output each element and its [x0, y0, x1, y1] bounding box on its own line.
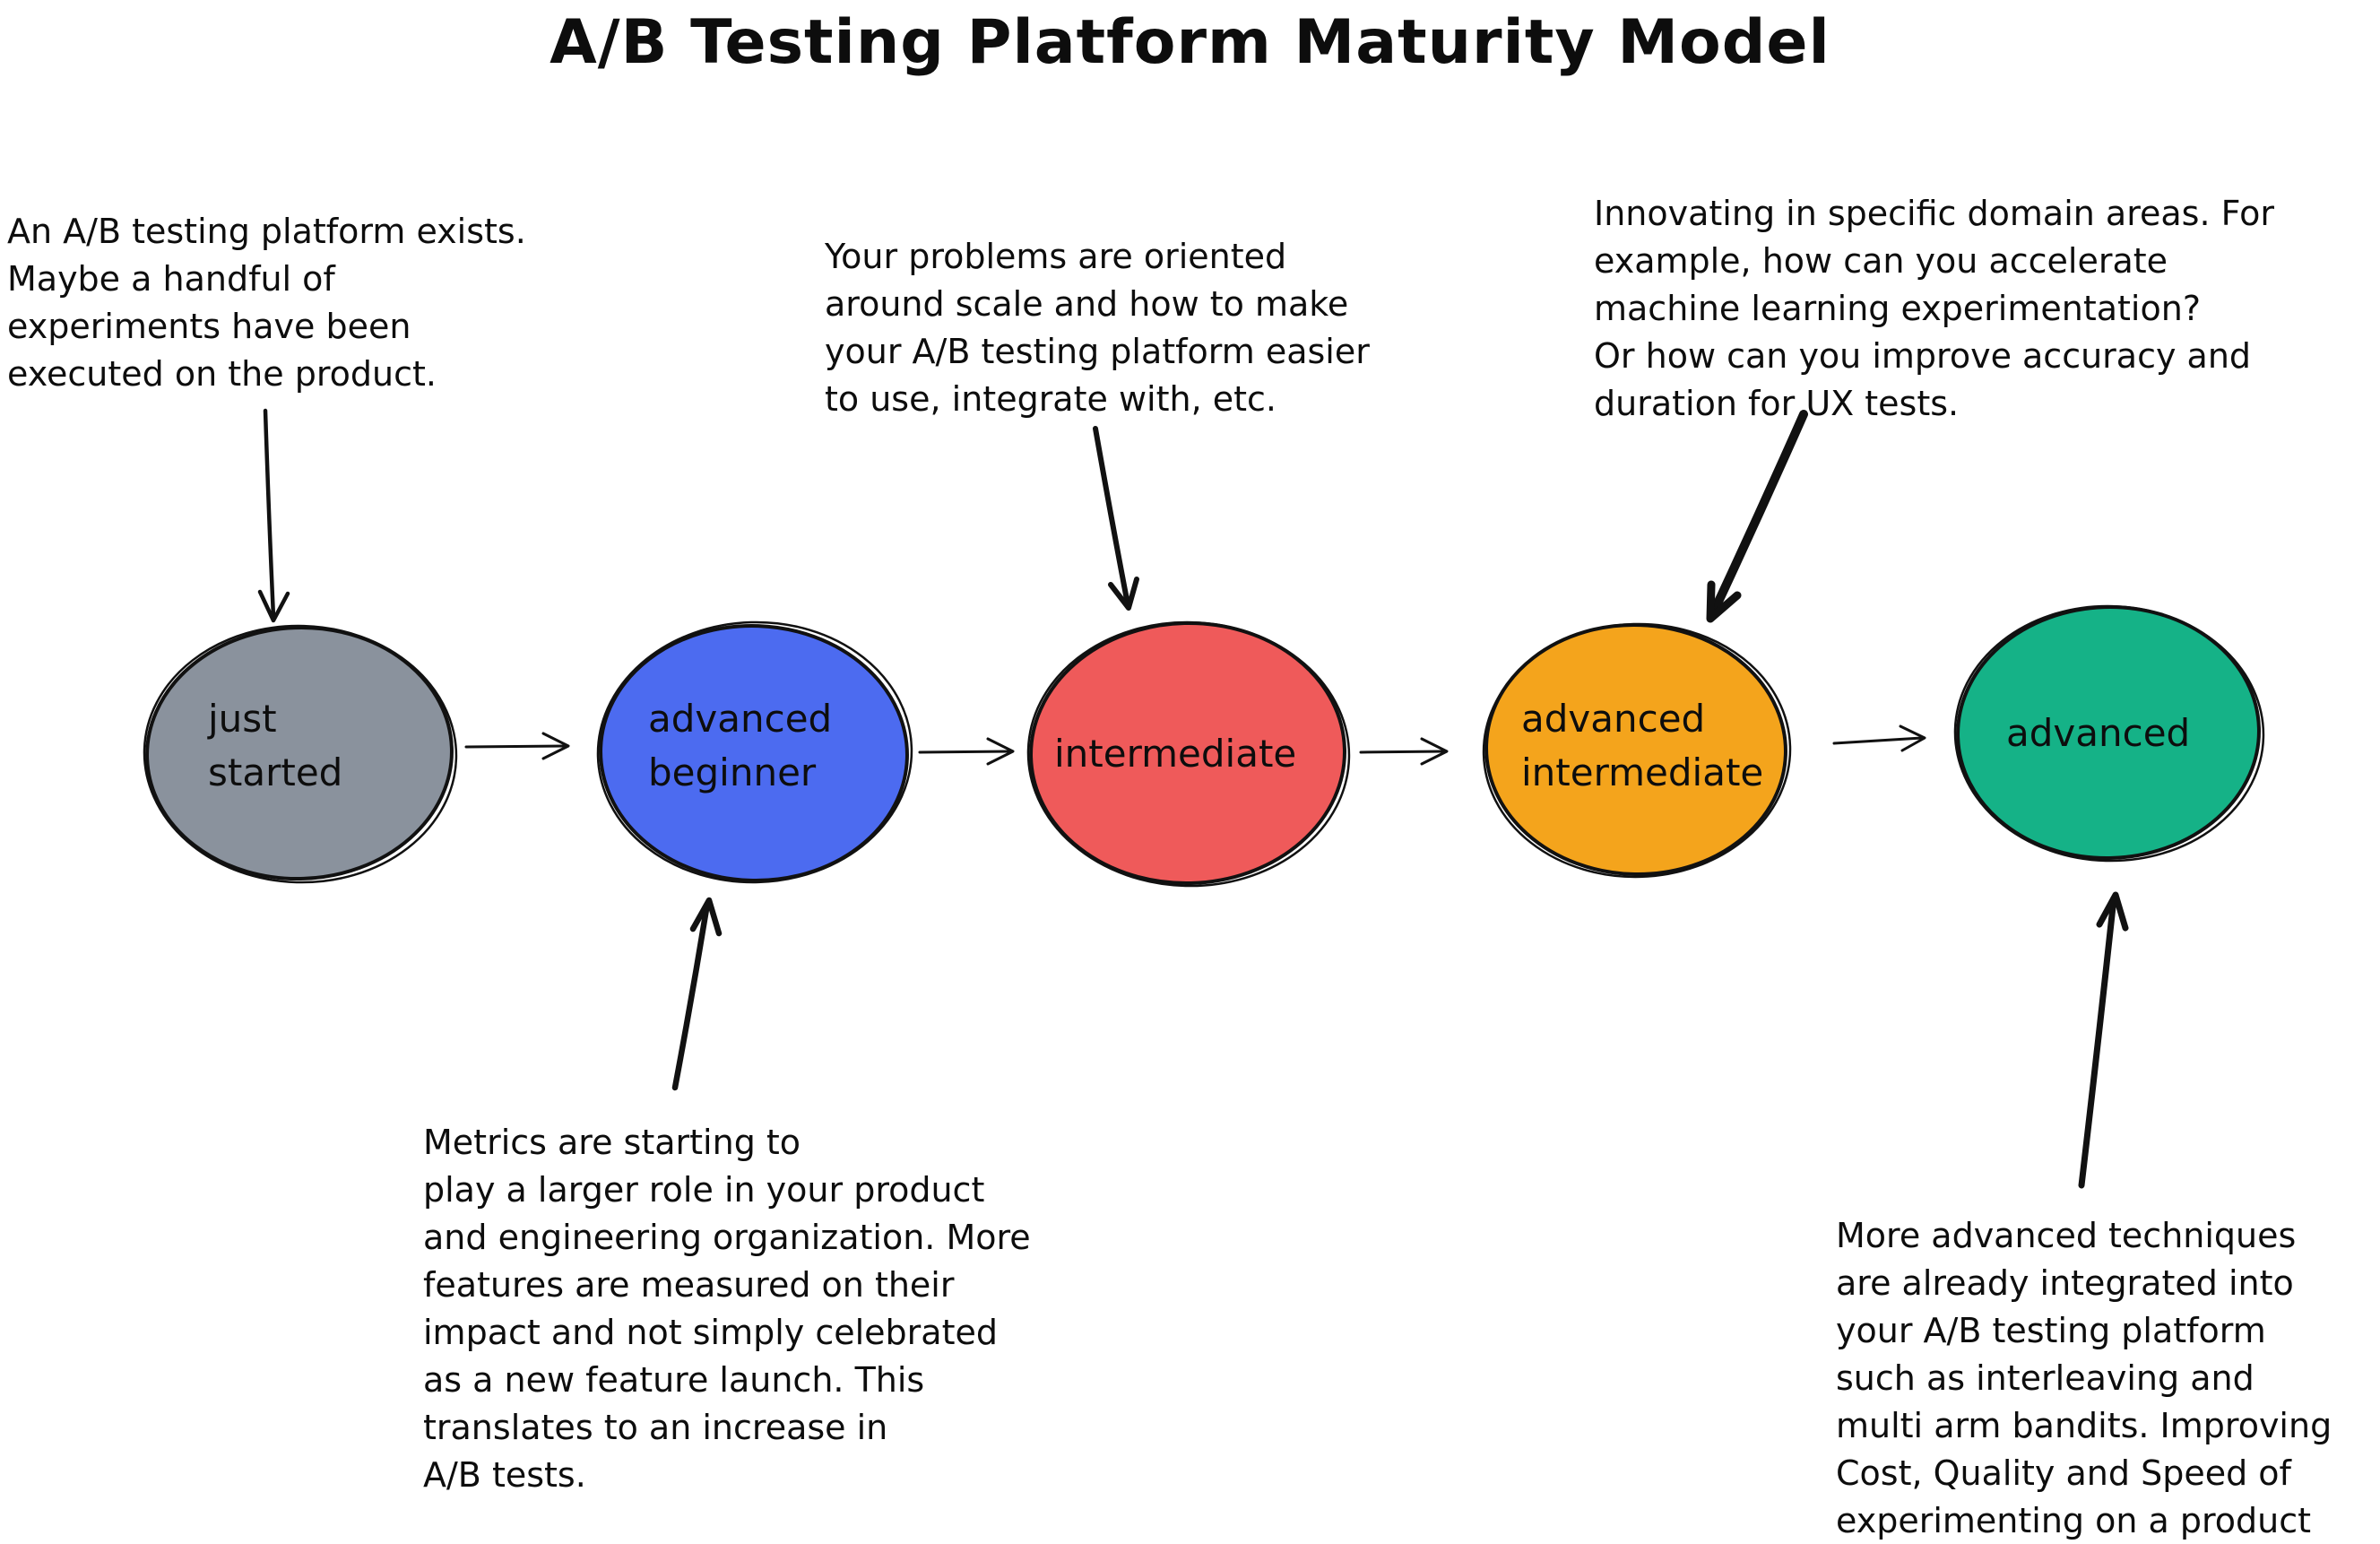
- stage-node-advanced-intermediate: [1482, 622, 1792, 879]
- stage-label-just-started: just started: [208, 697, 343, 794]
- annotation-arrow-intermediate: [1093, 426, 1139, 611]
- stage-ellipse-fill: [601, 626, 907, 880]
- annotation-arrow-advanced-beginner: [671, 897, 723, 1091]
- stage-node-just-started: [143, 624, 458, 884]
- stage-ellipse-outline-sketch: [596, 620, 913, 884]
- stage-ellipse-outline: [145, 625, 454, 881]
- stage-ellipse-outline-sketch: [1026, 620, 1351, 888]
- stage-label-advanced: advanced: [2006, 711, 2191, 755]
- stage-node-advanced: [1953, 604, 2265, 863]
- stage-ellipse-outline-sketch: [1482, 622, 1792, 879]
- stage-label-advanced-intermediate: advanced intermediate: [1521, 697, 1764, 794]
- stage-label-advanced-beginner: advanced beginner: [648, 697, 833, 794]
- annotation-advanced-beginner: Metrics are starting to play a larger ro…: [423, 1123, 1031, 1495]
- annotation-intermediate: Your problems are oriented around scale …: [825, 237, 1370, 419]
- stage-node-advanced-beginner: [596, 620, 913, 884]
- arrow-head: [986, 737, 1015, 766]
- arrow-shaft: [1832, 736, 1924, 745]
- arrow-head: [1899, 724, 1926, 752]
- stage-ellipse-outline-sketch: [1953, 604, 2265, 863]
- annotation-advanced: More advanced techniques are already int…: [1836, 1216, 2332, 1540]
- arrow-shaft: [671, 900, 711, 1091]
- stage-ellipse-fill: [1486, 625, 1786, 874]
- page-title: A/B Testing Platform Maturity Model: [550, 7, 1830, 78]
- arrow-head: [257, 589, 290, 623]
- annotation-arrow-just-started: [257, 408, 290, 623]
- annotation-arrow-advanced: [2078, 891, 2129, 1189]
- arrow-shaft: [464, 744, 567, 749]
- arrow-shaft: [918, 750, 1011, 754]
- arrow-head: [2096, 891, 2129, 932]
- stage-ellipse-outline: [599, 623, 909, 883]
- stage-ellipse-outline-sketch: [143, 624, 458, 884]
- arrow-shaft: [263, 408, 276, 620]
- connector-arrow-2-3: [918, 737, 1015, 766]
- arrow-head: [1108, 577, 1139, 611]
- annotation-arrow-advanced-intermediate: [1706, 410, 1808, 623]
- annotation-advanced-intermediate: Innovating in specific domain areas. For…: [1594, 194, 2274, 423]
- arrow-shaft: [1708, 410, 1808, 620]
- stage-ellipse-fill: [1031, 623, 1345, 883]
- arrow-head: [689, 897, 723, 937]
- connector-arrow-4-5: [1832, 724, 1926, 752]
- stage-label-intermediate: intermediate: [1054, 732, 1297, 776]
- connector-arrow-3-4: [1359, 737, 1449, 766]
- arrow-head: [1420, 737, 1449, 766]
- arrow-shaft: [2078, 895, 2117, 1189]
- arrow-shaft: [1093, 426, 1130, 607]
- stage-ellipse-fill: [1958, 607, 2259, 858]
- connector-arrow-1-2: [464, 732, 570, 760]
- stage-ellipse-fill: [147, 628, 452, 879]
- arrow-shaft: [1359, 750, 1445, 754]
- annotation-just-started: An A/B testing platform exists. Maybe a …: [7, 212, 526, 394]
- arrow-head: [1706, 580, 1742, 623]
- stage-node-intermediate: [1026, 620, 1351, 888]
- arrow-head: [541, 732, 570, 760]
